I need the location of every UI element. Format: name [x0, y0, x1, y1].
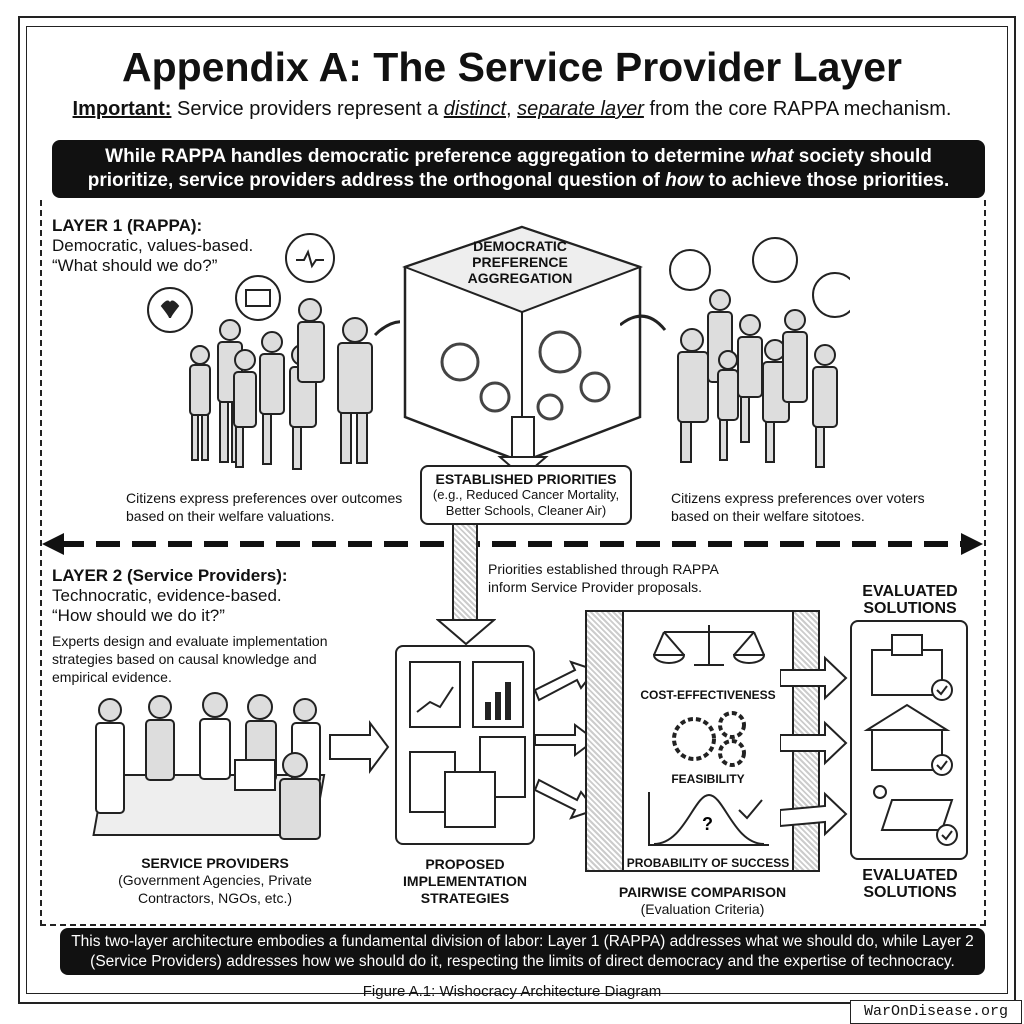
subtitle-comma: , [506, 98, 518, 120]
banner-text: to achieve those priorities. [703, 170, 950, 191]
established-priorities-box: ESTABLISHED PRIORITIES (e.g., Reduced Ca… [420, 465, 632, 525]
banner-text: While RAPPA handles democratic preferenc… [105, 146, 751, 167]
proposed-strategies-box [395, 645, 535, 845]
top-banner: While RAPPA handles democratic preferenc… [52, 140, 985, 198]
outer-frame [18, 16, 1016, 1004]
layer1-question: “What should we do?” [52, 256, 218, 275]
pairwise-detail: (Evaluation Criteria) [640, 901, 765, 917]
banner-what: what [750, 146, 794, 167]
service-providers-heading: SERVICE PROVIDERS [141, 855, 289, 871]
criterion-probability: PROBABILITY OF SUCCESS [626, 856, 790, 870]
service-providers-detail: (Government Agencies, Private Contractor… [118, 872, 312, 906]
svg-text:?: ? [702, 814, 713, 834]
important-label: Important: [72, 98, 172, 120]
layer1-text: LAYER 1 (RAPPA): Democratic, values-base… [52, 216, 253, 276]
evaluated-solutions-top-label: EVALUATED SOLUTIONS [862, 583, 958, 617]
watermark: WarOnDisease.org [850, 1000, 1022, 1024]
evaluated-solutions-box [850, 620, 968, 860]
subtitle: Important: Service providers represent a… [0, 98, 1024, 121]
left-caption: Citizens express preferences over outcom… [126, 490, 403, 524]
layer1-desc: Democratic, values-based. [52, 236, 254, 255]
page-title: Appendix A: The Service Provider Layer [121, 44, 903, 90]
layer2-desc: Technocratic, evidence-based. [52, 586, 282, 605]
document-icons [409, 661, 526, 828]
citizens-left-illustration [147, 233, 400, 470]
probability-curve-icon: ? [648, 792, 769, 846]
pairwise-heading: PAIRWISE COMPARISON [618, 884, 787, 900]
pairwise-label: PAIRWISE COMPARISON (Evaluation Criteria… [585, 884, 820, 918]
criterion-cost-effectiveness: COST-EFFECTIVENESS [640, 688, 776, 702]
priorities-heading: ESTABLISHED PRIORITIES [435, 471, 617, 487]
service-providers-illustration [92, 692, 390, 840]
layer2-detail: Experts design and evaluate implementati… [52, 633, 328, 685]
aggregation-cube [402, 225, 643, 477]
evaluation-arrows [780, 655, 848, 837]
proposal-arrows [535, 660, 595, 820]
cube-label: DEMOCRATIC PREFERENCE AGGREGATION [467, 238, 573, 286]
down-arrow-head [436, 619, 496, 646]
priorities-note: Priorities established through RAPPA inf… [488, 561, 719, 595]
gears-icon [672, 711, 746, 767]
criteria-box: COST-EFFECTIVENESS FEASIBILITY ? PROBABI… [622, 610, 794, 872]
solutions-icons [863, 634, 958, 846]
banner-text: society should [793, 146, 932, 167]
footer-banner: This two-layer architecture embodies a f… [60, 928, 985, 975]
right-caption: Citizens express preferences over voters… [671, 490, 925, 524]
separate-text: separate layer [517, 98, 644, 120]
layer2-question: “How should we do it?” [52, 606, 225, 625]
layer1-heading: LAYER 1 (RAPPA): [52, 216, 203, 235]
evaluated-solutions-bottom-label: EVALUATED SOLUTIONS [862, 867, 958, 901]
citizens-right-illustration [620, 237, 850, 468]
priorities-detail: (e.g., Reduced Cancer Mortality, Better … [432, 487, 620, 518]
figure-caption: Figure A.1: Wishocracy Architecture Diag… [362, 983, 662, 1000]
service-providers-label: SERVICE PROVIDERS (Government Agencies, … [110, 855, 320, 907]
layer2-heading: LAYER 2 (Service Providers): [52, 566, 288, 585]
subtitle-text: Service providers represent a [171, 98, 444, 120]
criterion-feasibility: FEASIBILITY [671, 772, 745, 786]
banner-text: prioritize, service providers address th… [87, 170, 666, 191]
distinct-text: distinct [443, 98, 507, 120]
layer-divider-arrow [42, 533, 983, 555]
layer2-text: LAYER 2 (Service Providers): Technocrati… [52, 566, 288, 626]
inner-frame [26, 26, 1008, 994]
proposed-strategies-label: PROPOSED IMPLEMENTATION STRATEGIES [403, 856, 527, 906]
scale-icon [652, 625, 766, 666]
subtitle-end: from the core RAPPA mechanism. [643, 98, 952, 120]
diagram-area [40, 200, 986, 926]
down-arrow-shaft [452, 525, 478, 620]
banner-how: how [665, 170, 704, 191]
